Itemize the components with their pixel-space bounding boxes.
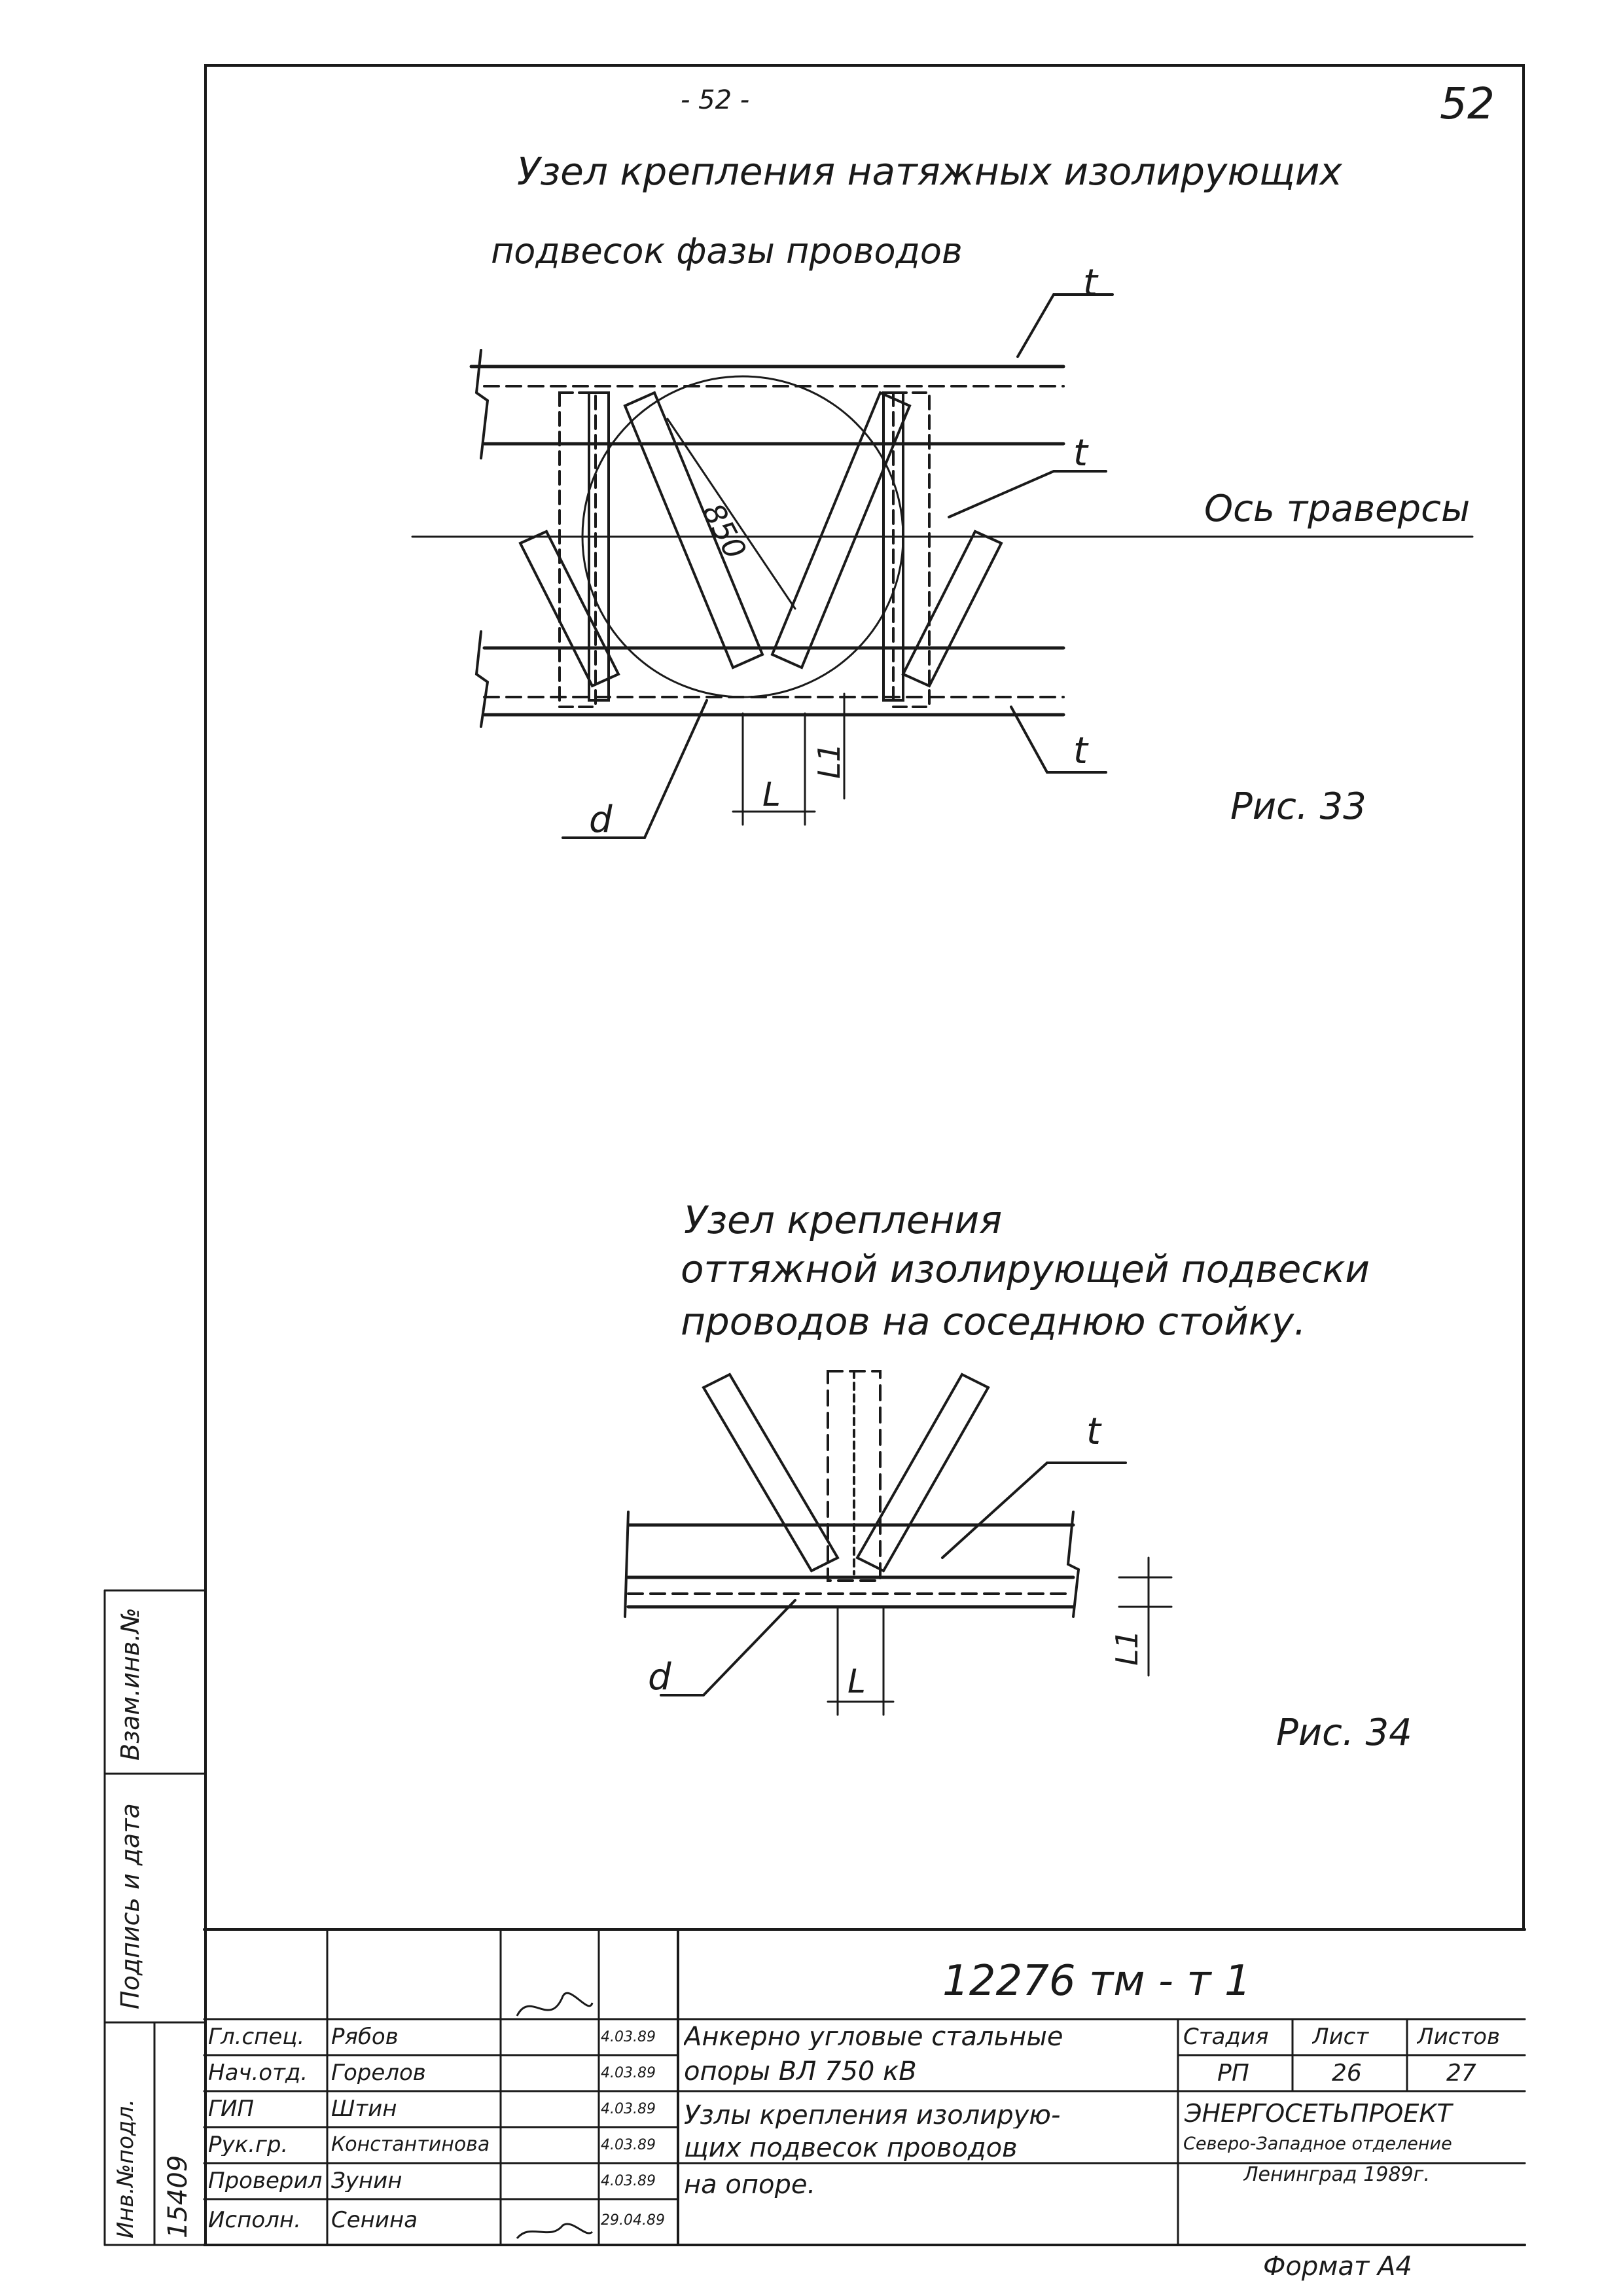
tb-org-branch: Северо-Западное отделение — [1183, 2135, 1452, 2153]
tb-sheets-value: 27 — [1446, 2062, 1476, 2085]
tb-row-date: 4.03.89 — [601, 2030, 656, 2045]
fig34-title-line2: оттяжной изолирующей подвески — [681, 1247, 1370, 1291]
tb-sheet-title-line2: щих подвесок проводов — [684, 2135, 1018, 2161]
tb-row-role: Гл.спец. — [208, 2026, 305, 2048]
tb-stage-header: Стадия — [1183, 2026, 1269, 2048]
fig34-label-t: t — [1086, 1410, 1101, 1453]
fig33-caption: Рис. 33 — [1230, 785, 1366, 828]
fig34-label-L1: L1 — [1109, 1630, 1145, 1666]
fig34-label-L: L — [847, 1662, 866, 1700]
tb-row-name: Штин — [331, 2098, 397, 2120]
top-center-mark: - 52 - — [681, 85, 750, 115]
tb-row-role: Рук.гр. — [208, 2134, 289, 2156]
fig33-label-t-bottom: t — [1073, 730, 1088, 772]
tb-row-role: ГИП — [208, 2098, 254, 2120]
tb-project-title-line1: Анкерно угловые стальные — [684, 2024, 1063, 2050]
tb-row-role: Исполн. — [208, 2209, 301, 2231]
tb-org-city: Ленинград 1989г. — [1243, 2165, 1430, 2185]
side-inv-value: 15409 — [163, 2155, 193, 2238]
tb-row-date: 4.03.89 — [601, 2066, 656, 2081]
side-replacement-inv: Взам.инв.№ — [116, 1607, 145, 1761]
tb-row-name: Зунин — [331, 2170, 402, 2192]
fig34-title-line3: проводов на соседнюю стойку. — [681, 1299, 1306, 1344]
tb-sheet-title-line1: Узлы крепления изолирую- — [684, 2102, 1061, 2128]
fig33-label-d: d — [589, 798, 613, 841]
footer-format: Формат А4 — [1263, 2251, 1412, 2282]
tb-sheet-header: Лист — [1312, 2026, 1369, 2048]
frame-top-line — [204, 64, 1525, 67]
tb-project-title-line2: опоры ВЛ 750 кВ — [684, 2058, 917, 2085]
fig33-title-line2: подвесок фазы проводов — [491, 230, 963, 272]
fig34-caption: Рис. 34 — [1276, 1712, 1412, 1754]
tb-row-name: Сенина — [331, 2209, 418, 2231]
tb-sheet-value: 26 — [1332, 2062, 1362, 2085]
fig33-axis-label: Ось траверсы — [1204, 488, 1471, 530]
fig33-label-L1: L1 — [812, 743, 847, 779]
side-inv-original: Инв.№подл. — [113, 2099, 139, 2238]
tb-row-role: Проверил — [208, 2170, 323, 2192]
tb-row-date: 4.03.89 — [601, 2138, 656, 2153]
page-number: 52 — [1440, 79, 1495, 129]
tb-row-date: 29.04.89 — [601, 2214, 665, 2228]
frame-left-line — [204, 64, 207, 2245]
frame-right-line — [1522, 64, 1525, 1929]
tb-row-name: Горелов — [331, 2062, 426, 2084]
tb-sheets-header: Листов — [1417, 2026, 1501, 2048]
tb-sheet-title-line3: на опоре. — [684, 2172, 816, 2198]
fig33-label-t-middle: t — [1073, 432, 1088, 475]
tb-row-name: Константинова — [331, 2135, 490, 2155]
tb-org-name: ЭНЕРГОСЕТЬПРОЕКТ — [1185, 2101, 1452, 2126]
tb-row-date: 4.03.89 — [601, 2174, 656, 2189]
fig33-label-L: L — [762, 776, 781, 814]
side-signature-date: Подпись и дата — [116, 1803, 145, 2009]
tb-row-name: Рябов — [331, 2026, 399, 2048]
tb-stage-value: РП — [1217, 2062, 1249, 2085]
fig33-label-t-top: t — [1083, 262, 1097, 304]
tb-row-role: Нач.отд. — [208, 2062, 308, 2084]
fig34-title-line1: Узел крепления — [684, 1198, 1003, 1242]
tb-document-code: 12276 тм - т 1 — [942, 1957, 1251, 2005]
tb-row-date: 4.03.89 — [601, 2102, 656, 2117]
fig33-title-line1: Узел крепления натяжных изолирующих — [517, 149, 1342, 194]
fig34-label-d: d — [648, 1656, 671, 1698]
